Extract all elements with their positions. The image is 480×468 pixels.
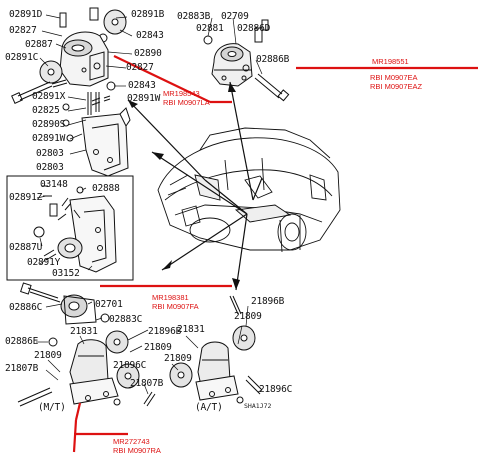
part-label-02890: 02890 bbox=[134, 48, 162, 59]
part-label-02883C: 02883C bbox=[109, 314, 143, 325]
part-label-21896B-left: 21896B bbox=[148, 326, 182, 337]
part-label-21831-right: 21831 bbox=[177, 324, 205, 335]
part-label-21807B-right: 21807B bbox=[130, 378, 164, 389]
part-label-21809-far-left: 21809 bbox=[34, 350, 62, 361]
callout-mr198551: MR198551 bbox=[372, 57, 409, 66]
callout-rbi-m0907ea: RBI M0907EA bbox=[370, 73, 418, 82]
part-label-02891B: 02891B bbox=[131, 9, 165, 20]
part-label-02891Z: 02891Z bbox=[9, 192, 43, 203]
part-label-02843-top: 02843 bbox=[136, 30, 164, 41]
part-label-21809-left: 21809 bbox=[144, 342, 172, 353]
part-label-02827: 02827 bbox=[9, 25, 37, 36]
top-right-mount-assembly bbox=[203, 19, 290, 102]
vehicle-engine-bay-outline bbox=[157, 127, 341, 253]
part-label-02883B: 02883B bbox=[177, 11, 211, 22]
part-label-02803-a: 02803 bbox=[36, 148, 64, 159]
part-label-21809-right-top: 21809 bbox=[234, 311, 262, 322]
part-label-02891X: 02891X bbox=[32, 91, 66, 102]
mount-bracket-inset-box bbox=[6, 175, 134, 281]
part-label-21896C-right: 21896C bbox=[259, 384, 293, 395]
part-label-02886E: 02886E bbox=[5, 336, 39, 347]
part-label-21809-right: 21809 bbox=[164, 353, 192, 364]
part-label-03152: 03152 bbox=[52, 268, 80, 279]
manual-transmission-mount bbox=[17, 330, 156, 407]
automatic-transmission-mount bbox=[169, 295, 263, 404]
part-label-02827-right: 02827 bbox=[126, 62, 154, 73]
part-label-02887: 02887 bbox=[25, 39, 53, 50]
part-label-21831-left: 21831 bbox=[70, 326, 98, 337]
mt-label: (M/T) bbox=[38, 402, 66, 413]
part-label-21896B-right: 21896B bbox=[251, 296, 285, 307]
callout-rbi-m0907eaz: RBI M0907EAZ bbox=[370, 82, 423, 91]
front-mount-bracket-top-left bbox=[11, 7, 131, 177]
callout-mr198381: MR198381 bbox=[152, 293, 189, 302]
part-label-02843-mid: 02843 bbox=[128, 80, 156, 91]
roll-stop-mount-lower-left bbox=[20, 282, 110, 347]
part-label-02803-b: 02803 bbox=[36, 162, 64, 173]
callout-rbi-m0907ra: RBI M0907RA bbox=[113, 446, 161, 455]
part-label-02891D: 02891D bbox=[9, 9, 43, 20]
part-label-02891W-right: 02891W bbox=[127, 93, 161, 104]
part-label-02891C: 02891C bbox=[5, 52, 39, 63]
diagram-code: SHA1J72 bbox=[244, 402, 272, 410]
leader-arrows bbox=[127, 81, 263, 291]
callout-mr198543: MR198543 bbox=[163, 89, 200, 98]
part-label-02701: 02701 bbox=[95, 299, 123, 310]
at-label: (A/T) bbox=[195, 402, 223, 413]
part-label-02825: 02825 bbox=[32, 105, 60, 116]
part-label-03148: 03148 bbox=[40, 179, 68, 190]
part-label-02890S: 02890S bbox=[32, 119, 66, 130]
callout-rbi-m0907la: RBI M0907LA bbox=[163, 98, 210, 107]
part-label-02886B: 02886B bbox=[256, 54, 290, 65]
part-label-02887U: 02887U bbox=[9, 242, 43, 253]
part-label-02886C: 02886C bbox=[9, 302, 43, 313]
part-label-02886D: 02886D bbox=[237, 23, 271, 34]
part-label-02891Y: 02891Y bbox=[27, 257, 61, 268]
callout-mr272743: MR272743 bbox=[113, 437, 150, 446]
part-label-21896C-left: 21896C bbox=[113, 360, 147, 371]
part-label-02709: 02709 bbox=[221, 11, 249, 22]
red-callout-lines bbox=[72, 55, 478, 453]
part-label-02891W-left: 02891W bbox=[32, 133, 66, 144]
part-label-21807B-left: 21807B bbox=[5, 363, 39, 374]
part-label-02888: 02888 bbox=[92, 183, 120, 194]
callout-rbi-m0907fa: RBI M0907FA bbox=[152, 302, 199, 311]
part-label-02881: 02881 bbox=[196, 23, 224, 34]
